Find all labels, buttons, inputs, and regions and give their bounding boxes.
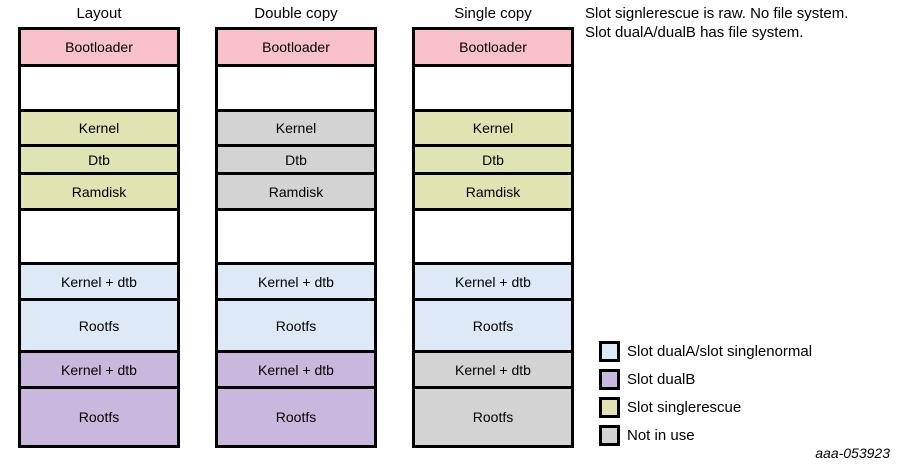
partition-row-empty [21, 211, 177, 265]
partition-row: Rootfs [21, 301, 177, 353]
legend-label: Slot dualB [627, 371, 696, 388]
legend-item: Slot dualA/slot singlenormal [599, 341, 812, 362]
partition-row: Rootfs [218, 389, 374, 445]
partition-row: Dtb [21, 147, 177, 175]
legend-swatch [599, 397, 620, 418]
partition-row: Kernel [218, 112, 374, 147]
partition-row: Dtb [415, 147, 571, 175]
partition-row: Dtb [218, 147, 374, 175]
partition-row: Kernel [21, 112, 177, 147]
partition-row: Ramdisk [218, 175, 374, 211]
legend-item: Slot singlerescue [599, 397, 812, 418]
legend-item: Not in use [599, 425, 812, 446]
column-title: Layout [76, 5, 122, 22]
partition-row: Kernel + dtb [415, 353, 571, 389]
legend-swatch [599, 341, 620, 362]
partition-row: Ramdisk [415, 175, 571, 211]
partition-row: Bootloader [415, 30, 571, 67]
partition-row: Kernel + dtb [21, 353, 177, 389]
partition-row-empty [415, 67, 571, 112]
partition-row: Ramdisk [21, 175, 177, 211]
figure-id: aaa-053923 [815, 445, 890, 461]
legend-label: Slot dualA/slot singlenormal [627, 343, 813, 360]
partition-row-empty [415, 211, 571, 265]
partition-row: Rootfs [415, 301, 571, 353]
partition-row: Kernel + dtb [415, 265, 571, 301]
partition-row: Bootloader [21, 30, 177, 67]
partition-row-empty [218, 67, 374, 112]
partition-row: Rootfs [21, 389, 177, 445]
legend-swatch [599, 425, 620, 446]
partition-row-empty [21, 67, 177, 112]
note-line-2: Slot dualA/dualB has file system. [585, 24, 804, 41]
legend-swatch [599, 369, 620, 390]
column-title: Single copy [454, 5, 532, 22]
partition-row: Kernel + dtb [21, 265, 177, 301]
note-text: Slot signlerescue is raw. No file system… [585, 4, 848, 42]
partition-row: Kernel [415, 112, 571, 147]
partition-row: Bootloader [218, 30, 374, 67]
legend-label: Not in use [627, 427, 695, 444]
partition-row: Rootfs [218, 301, 374, 353]
note-line-1: Slot signlerescue is raw. No file system… [585, 5, 849, 22]
legend-label: Slot singlerescue [627, 399, 742, 416]
legend-item: Slot dualB [599, 369, 812, 390]
partition-row: Kernel + dtb [218, 353, 374, 389]
column-title: Double copy [254, 5, 338, 22]
partition-row-empty [218, 211, 374, 265]
partition-row: Rootfs [415, 389, 571, 445]
partition-row: Kernel + dtb [218, 265, 374, 301]
